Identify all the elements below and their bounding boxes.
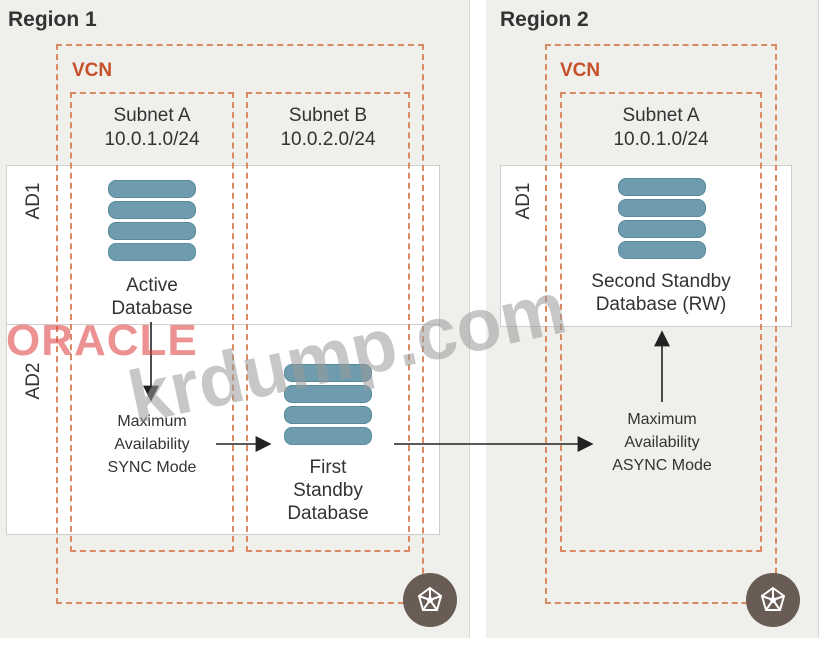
region-1-subnet-b-boundary <box>246 92 410 552</box>
subnet-cidr: 10.0.2.0/24 <box>280 129 376 150</box>
mode-label-line: SYNC Mode <box>107 459 197 476</box>
mode-label-line: Maximum <box>627 411 697 428</box>
subnet-name: Subnet A <box>622 105 700 126</box>
region-2-subnet-a-label: Subnet A 10.0.1.0/24 <box>562 104 760 152</box>
region-1-title: Region 1 <box>8 8 97 31</box>
db-label-line: Database (RW) <box>595 294 727 315</box>
db-label-line: Active <box>126 275 178 296</box>
first-standby-database-icon <box>284 364 372 448</box>
region-2-title: Region 2 <box>500 8 589 31</box>
region-2-vcn-boundary <box>545 44 777 604</box>
region-1-vcn-label: VCN <box>72 60 113 81</box>
region-1-ad1-band <box>6 165 440 325</box>
subnet-cidr: 10.0.1.0/24 <box>104 129 200 150</box>
db-label-line: Standby <box>293 480 363 501</box>
region-2-subnet-a-boundary <box>560 92 762 552</box>
mode-label-line: ASYNC Mode <box>612 457 712 474</box>
mode-label-line: Availability <box>624 434 700 451</box>
network-hub-icon <box>403 573 457 627</box>
second-standby-database-icon <box>618 178 706 262</box>
region-1-subnet-a-label: Subnet A 10.0.1.0/24 <box>72 104 232 152</box>
async-mode-label: Maximum Availability ASYNC Mode <box>582 408 742 477</box>
active-database-icon <box>108 180 196 264</box>
active-database-label: Active Database <box>82 274 222 320</box>
region-1-subnet-b-label: Subnet B 10.0.2.0/24 <box>248 104 408 152</box>
subnet-cidr: 10.0.1.0/24 <box>613 129 709 150</box>
db-label-line: First <box>309 457 347 478</box>
region-1-subnet-a-boundary <box>70 92 234 552</box>
subnet-name: Subnet A <box>113 105 191 126</box>
network-hub-icon <box>746 573 800 627</box>
mode-label-line: Availability <box>114 436 190 453</box>
region-1-ad1-label: AD1 <box>23 182 44 220</box>
region-2-ad1-label: AD1 <box>513 182 534 220</box>
db-label-line: Database <box>287 503 369 524</box>
db-label-line: Second Standby <box>591 271 731 292</box>
subnet-name: Subnet B <box>288 105 368 126</box>
first-standby-database-label: First Standby Database <box>258 456 398 525</box>
oracle-watermark: ORACLE <box>6 316 198 365</box>
db-label-line: Database <box>111 298 193 319</box>
region-1-vcn-boundary <box>56 44 424 604</box>
sync-mode-label: Maximum Availability SYNC Mode <box>82 410 222 479</box>
second-standby-database-label: Second Standby Database (RW) <box>562 270 760 316</box>
mode-label-line: Maximum <box>117 413 187 430</box>
region-2-vcn-label: VCN <box>560 60 601 81</box>
